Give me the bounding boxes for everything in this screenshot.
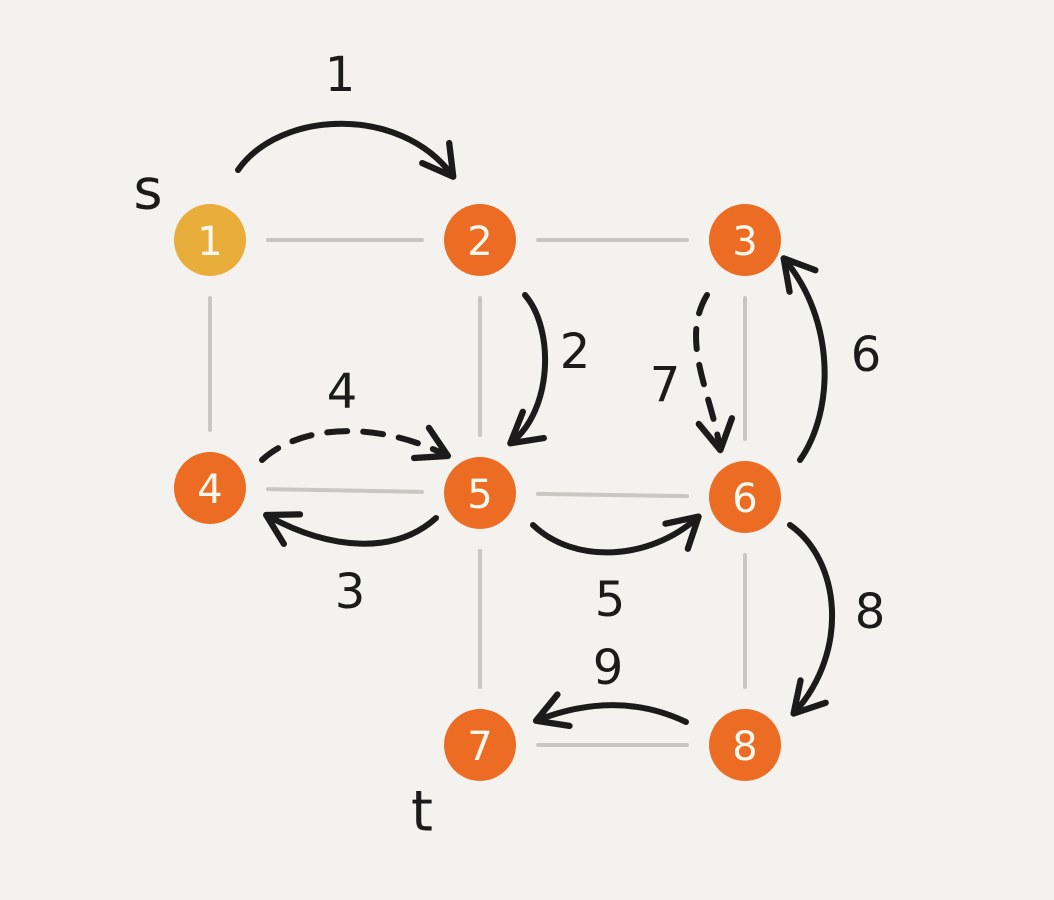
step-arrow-6 — [780, 255, 828, 463]
graph-nodes: 1 2 3 4 5 6 7 8 — [174, 204, 781, 781]
step-arrow-8 — [787, 522, 835, 717]
node-circle-6 — [709, 461, 781, 533]
node-5: 5 — [444, 457, 516, 529]
step-arrow-9 — [532, 691, 689, 730]
node-label-3: 3 — [732, 219, 757, 265]
edge-5-6 — [535, 491, 690, 499]
node-circle-5 — [444, 457, 516, 529]
node-circle-3 — [709, 204, 781, 276]
step-labels: 1 2 3 4 5 6 7 8 9 — [325, 47, 886, 696]
grid-edges — [208, 238, 747, 747]
node-2: 2 — [444, 204, 516, 276]
node-label-8: 8 — [732, 724, 757, 770]
node-circle-2 — [444, 204, 516, 276]
node-1: 1 — [174, 204, 246, 276]
terminal-labels: s t — [133, 158, 433, 845]
node-circle-8 — [709, 709, 781, 781]
node-label-2: 2 — [467, 219, 492, 265]
step-label-6: 6 — [851, 327, 882, 383]
step-label-4: 4 — [327, 364, 358, 420]
node-4: 4 — [174, 452, 246, 524]
step-label-9: 9 — [593, 640, 624, 696]
source-label: s — [133, 158, 162, 223]
target-label: t — [411, 780, 433, 845]
step-arrow-4 — [259, 424, 452, 463]
step-arrow-7 — [693, 292, 736, 454]
node-label-6: 6 — [732, 476, 757, 522]
step-arrow-1 — [235, 120, 457, 180]
traversal-arrows — [235, 120, 835, 730]
step-arrow-5 — [530, 513, 702, 556]
node-circle-4 — [174, 452, 246, 524]
step-label-8: 8 — [855, 584, 886, 640]
step-label-5: 5 — [595, 572, 626, 628]
node-circle-7 — [444, 709, 516, 781]
step-arrow-2 — [507, 292, 549, 447]
node-label-7: 7 — [467, 724, 492, 770]
node-6: 6 — [709, 461, 781, 533]
step-arrow-3 — [263, 511, 439, 548]
step-label-2: 2 — [560, 324, 591, 380]
node-label-5: 5 — [467, 472, 492, 518]
node-circle-1 — [174, 204, 246, 276]
node-label-1: 1 — [197, 219, 222, 265]
step-label-3: 3 — [335, 564, 366, 620]
step-label-1: 1 — [325, 47, 356, 103]
node-3: 3 — [709, 204, 781, 276]
step-label-7: 7 — [650, 357, 681, 413]
node-7: 7 — [444, 709, 516, 781]
edge-4-5 — [265, 487, 425, 494]
node-8: 8 — [709, 709, 781, 781]
node-label-4: 4 — [197, 467, 222, 513]
